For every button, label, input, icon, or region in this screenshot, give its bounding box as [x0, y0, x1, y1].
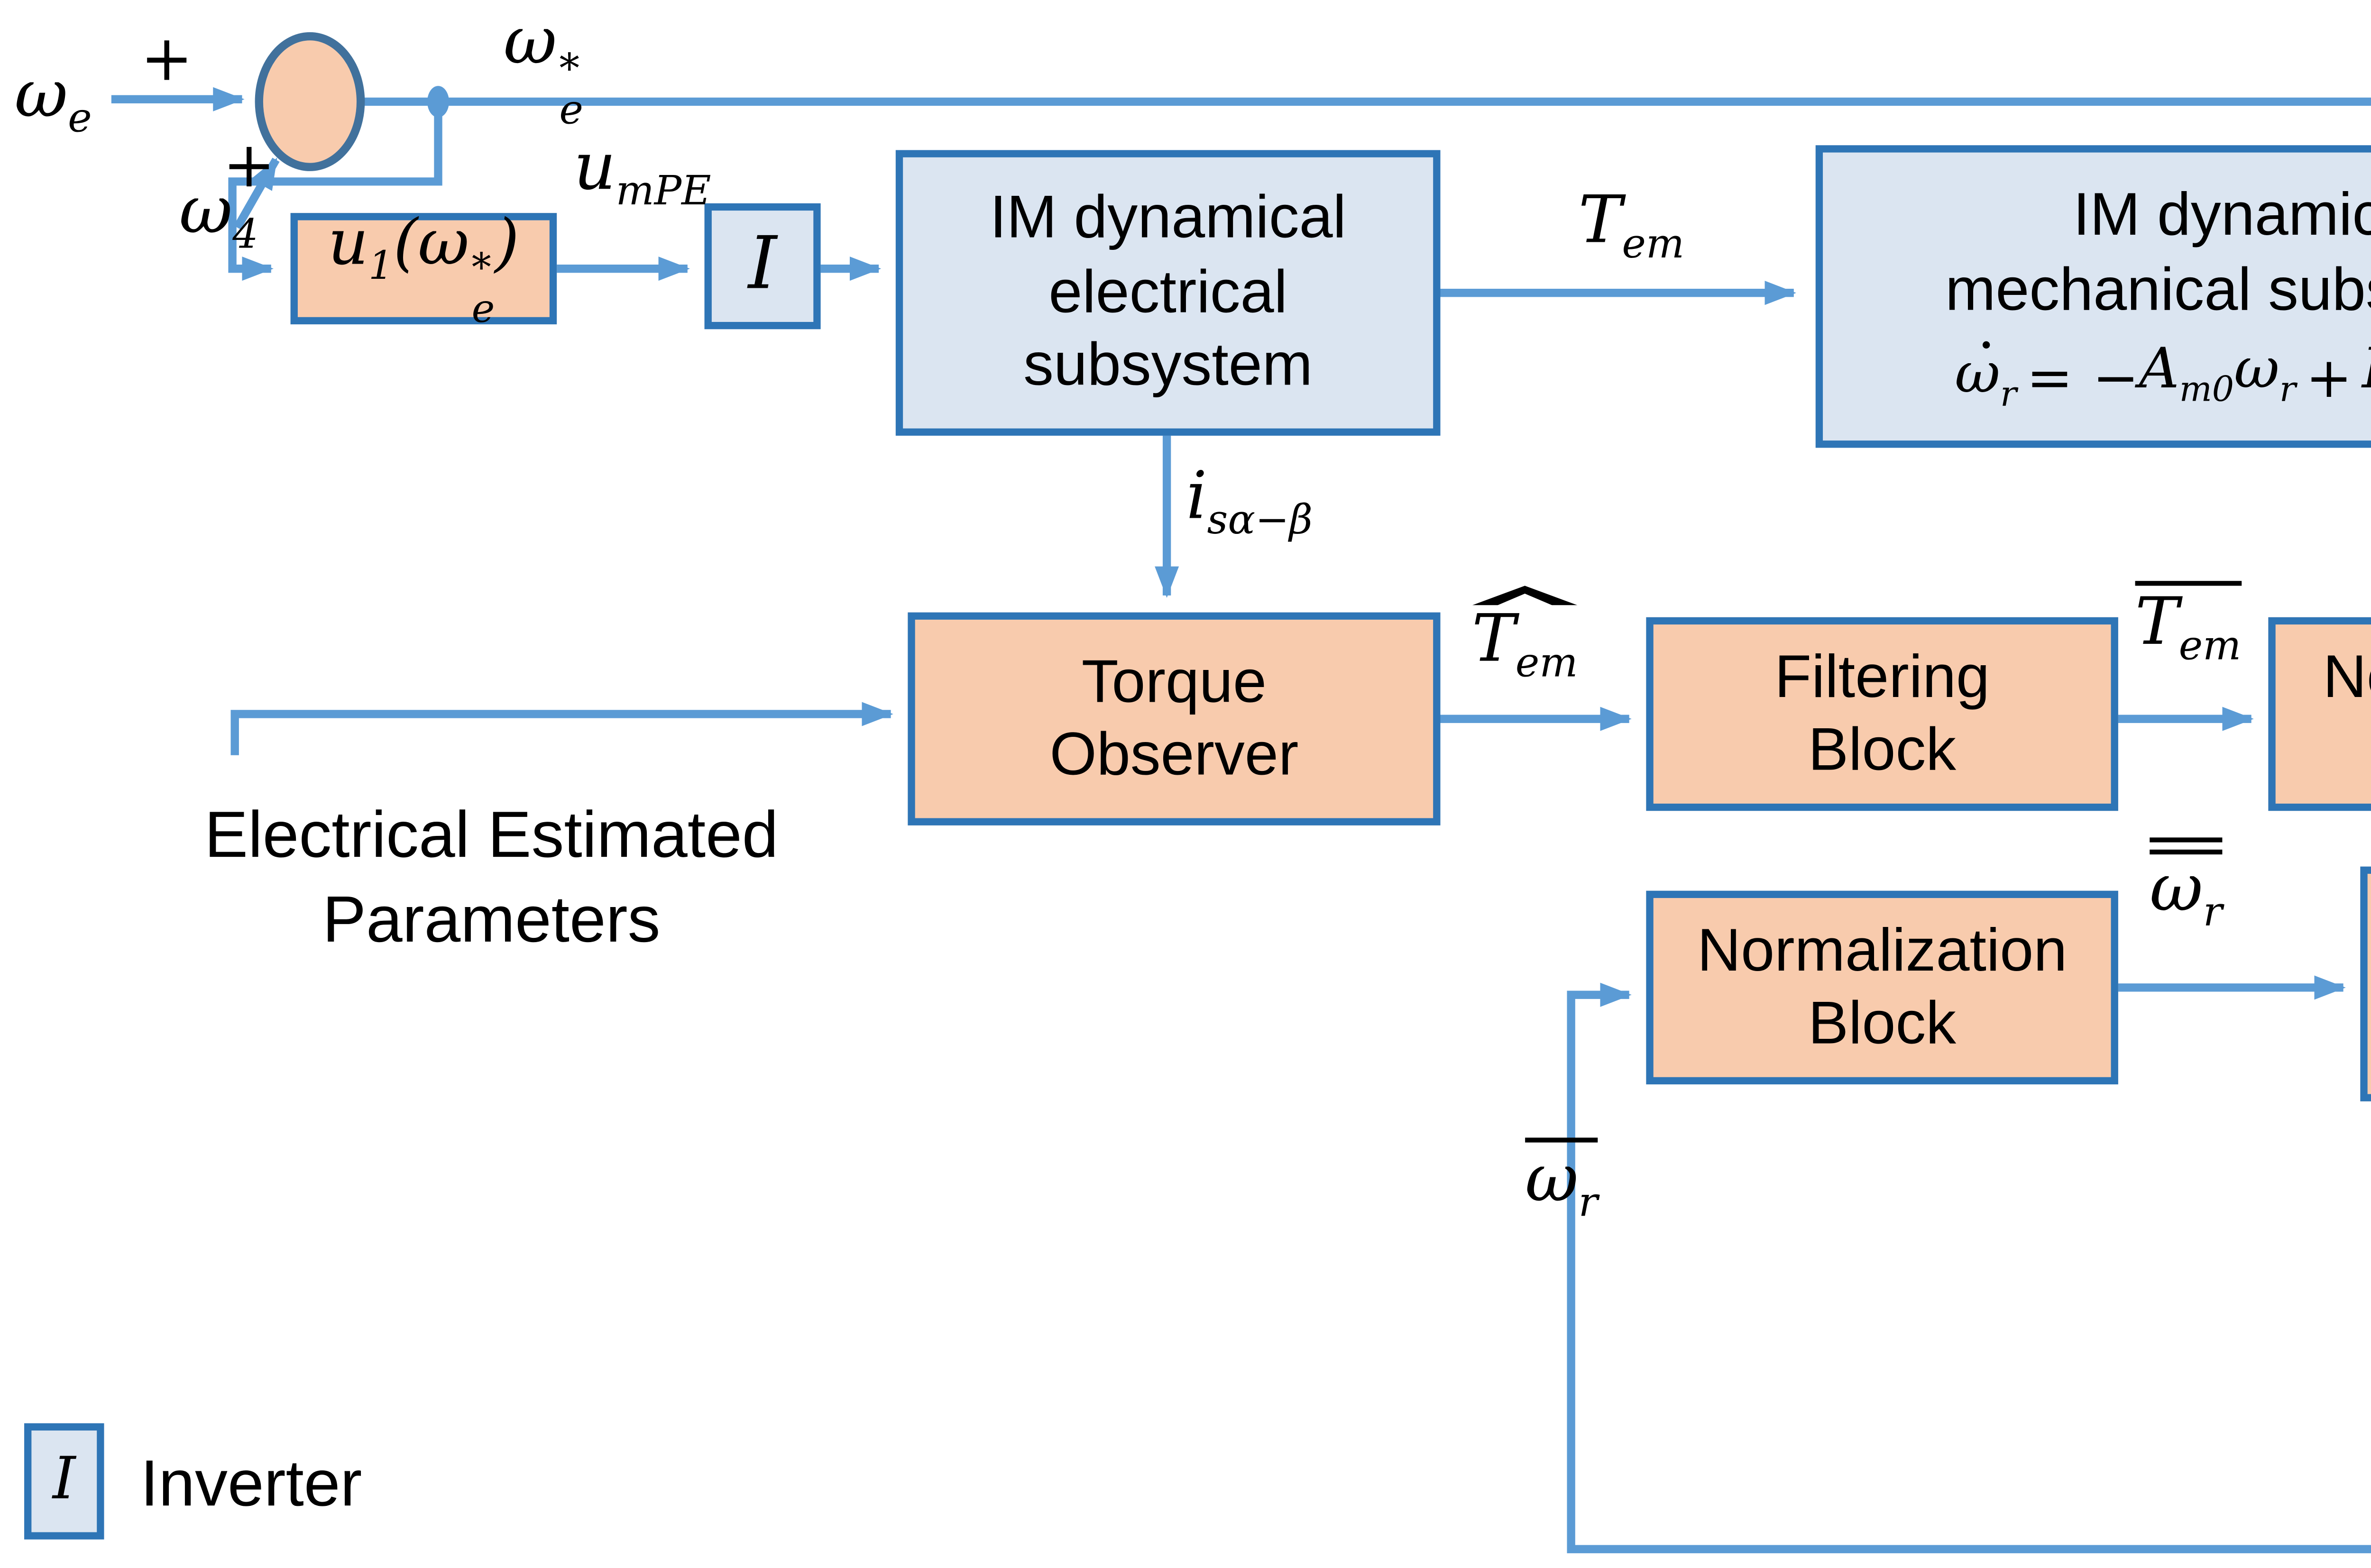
im-mechanical-line: IM dynamical: [2073, 181, 2371, 249]
block-filtering-mid: Filtering Block: [1646, 617, 2118, 811]
label-w4-input: ω4: [179, 174, 258, 258]
overbar-accent: [2150, 837, 2223, 843]
inverter-symbol: I: [748, 222, 777, 307]
legend-inverter-box: I: [24, 1423, 104, 1540]
label-i-s-alpha-beta: isα−β: [1186, 459, 1313, 543]
label-tem-bar: Tem: [2135, 581, 2242, 666]
block-torque-observer: Torque Observer: [908, 612, 1441, 825]
overbar-accent: [1525, 1137, 1598, 1143]
im-mechanical-line: mechanical subsystem: [1945, 255, 2371, 323]
junction-dot-we-star: [427, 86, 449, 118]
block-im-mechanical: IM dynamical mechanical subsystem ωr = −…: [1815, 145, 2371, 448]
label-u-mpe: umPE: [573, 130, 711, 214]
im-electrical-line: electrical: [1048, 258, 1287, 326]
wire-w4-input: [233, 157, 280, 230]
annotation-electrical-estimated: Electrical Estimated Parameters: [204, 798, 779, 956]
block-im-electrical: IM dynamical electrical subsystem: [895, 150, 1441, 436]
label-we-star: ω*e: [503, 5, 583, 132]
legend-inverter-symbol: I: [53, 1446, 76, 1514]
label-plus-top: +: [140, 24, 193, 97]
wire-branch-to-u1: [228, 101, 442, 281]
label-wr-bar: ωr: [1525, 1137, 1598, 1222]
wire-estimated-params: [230, 702, 893, 755]
overbar-accent: [2135, 581, 2242, 587]
block-normalization-top: Normalization Block: [2268, 617, 2371, 811]
im-mechanical-equation: ωr = − Am0 ωr + Bm0 Tem: [1955, 339, 2371, 415]
block-inverter: I: [704, 203, 821, 330]
label-t-em: Tem: [1578, 183, 1685, 267]
im-electrical-line: subsystem: [1023, 332, 1313, 400]
legend-inverter-label: Inverter: [140, 1447, 362, 1520]
overbar-accent: [2150, 849, 2223, 854]
label-we-input: ωe: [14, 58, 92, 142]
summing-junction-input: [255, 32, 365, 171]
label-tem-hat: Tem: [1471, 586, 1578, 683]
dot-accent: [1981, 340, 1990, 348]
block-nmras: N-MRAS_m identification model ωr = − Am0…: [2360, 866, 2371, 1101]
block-normalization-low: Normalization Block: [1646, 890, 2118, 1085]
wire-feedback-wr-bar: [1567, 982, 2371, 1553]
block-u1: u1(ω*e): [290, 208, 557, 328]
label-wr-2bar: ωr: [2150, 837, 2223, 934]
omega-r-dot: ωr: [1955, 340, 2017, 414]
u1-label: u1(ω*e): [328, 208, 520, 331]
im-electrical-line: IM dynamical: [990, 184, 1347, 253]
hat-accent: [1471, 586, 1578, 605]
